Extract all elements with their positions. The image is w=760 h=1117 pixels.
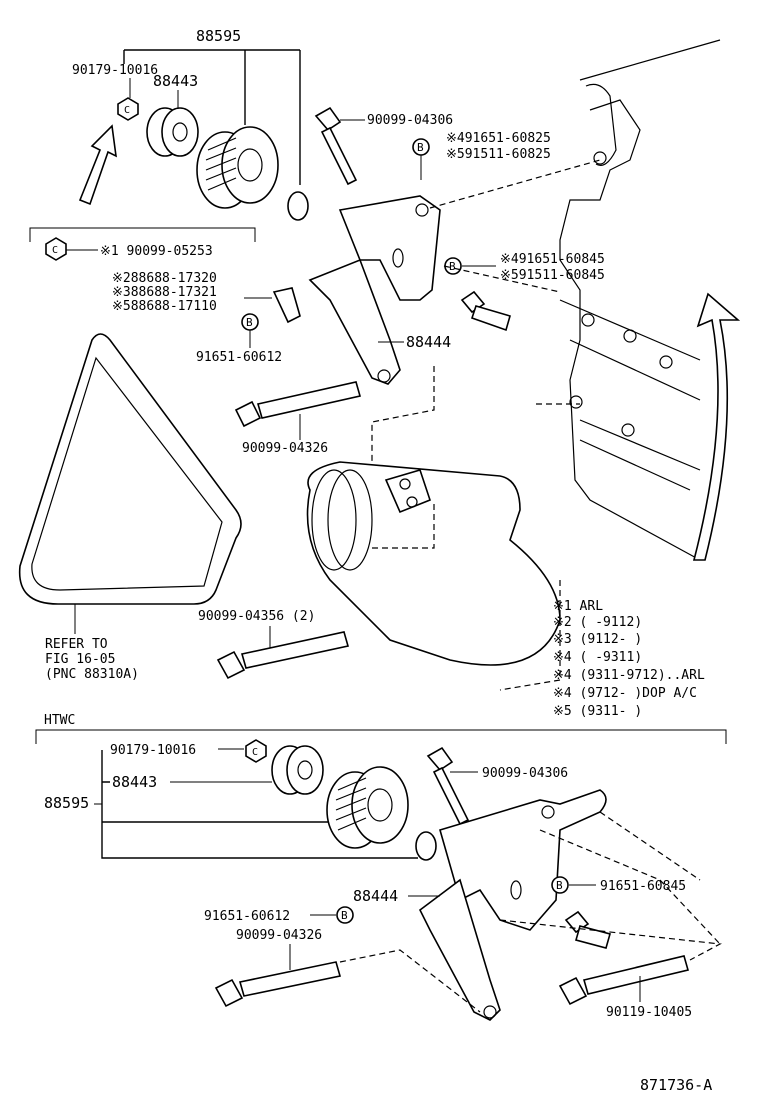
note-5: ※4 (9311-9712)..ARL — [553, 668, 705, 683]
v-belt — [18, 333, 242, 605]
svg-text:B: B — [556, 879, 563, 892]
nut-c-top: C — [117, 97, 139, 121]
label-88443-bot: 88443 — [112, 773, 157, 791]
svg-text:C: C — [52, 245, 58, 256]
label-90099-04356: 90099-04356 (2) — [198, 609, 315, 624]
grooved-pulley-top — [196, 126, 279, 209]
arrow-right — [692, 292, 741, 561]
label-91651-60845-bot: 91651-60845 — [600, 879, 686, 894]
label-588688-17110: ※588688-17110 — [112, 299, 217, 314]
label-90099-04306-bot: 90099-04306 — [482, 766, 568, 781]
bracket-88444-bot — [418, 789, 607, 1021]
b-marker-clip: B — [241, 313, 259, 331]
nut-c-bot: C — [245, 739, 267, 763]
note-4: ※4 ( -9311) — [553, 650, 642, 665]
label-88595-bot: 88595 — [44, 794, 89, 812]
bracket-88444-top — [308, 195, 441, 385]
compressor — [306, 461, 561, 666]
label-90099-04306-top: 90099-04306 — [367, 113, 453, 128]
label-88444-bot: 88444 — [353, 887, 398, 905]
svg-text:C: C — [124, 105, 130, 116]
washer-top — [287, 191, 309, 221]
engine-block — [559, 39, 721, 561]
b-marker-top-2: B — [444, 257, 462, 275]
label-288688-17320: ※288688-17320 — [112, 271, 217, 286]
note-6: ※4 (9712- )DOP A/C — [553, 686, 697, 701]
notes-block: ※1 ARL ※2 ( -9112) ※3 (9112- ) ※4 ( -931… — [553, 599, 705, 719]
idler-pulley-bot — [271, 745, 324, 795]
label-90119-10405: 90119-10405 — [606, 1005, 692, 1020]
figure-id: 871736-A — [640, 1076, 712, 1094]
bolt-90119-10405 — [558, 955, 689, 1006]
b-marker-top-1: B — [412, 138, 430, 156]
bolt-90099-04306-top — [314, 106, 358, 186]
svg-text:B: B — [341, 909, 348, 922]
label-refer-to: REFER TO — [45, 637, 108, 652]
grooved-pulley-bot — [326, 766, 409, 849]
bolt-90099-04326-top — [234, 381, 362, 428]
label-491651-60845: ※491651-60845 — [500, 252, 605, 267]
b-marker-bot-1: B — [551, 876, 569, 894]
label-491651-60825: ※491651-60825 — [446, 131, 551, 146]
bolt-90099-04326-bot — [214, 961, 342, 1008]
clip-part — [272, 287, 301, 324]
label-88595-top: 88595 — [196, 27, 241, 45]
label-591511-60845: ※591511-60845 — [500, 268, 605, 283]
label-90099-05253: ※1 90099-05253 — [100, 244, 213, 259]
bracket-htwc — [35, 729, 727, 744]
washer-bot — [415, 831, 437, 861]
label-htwc: HTWC — [44, 713, 75, 728]
b-marker-bot-2: B — [336, 906, 354, 924]
label-90179-bot: 90179-10016 — [110, 743, 196, 758]
svg-text:C: C — [252, 747, 258, 758]
label-388688-17321: ※388688-17321 — [112, 285, 217, 300]
arrow-top-left — [78, 124, 117, 206]
note-2: ※2 ( -9112) — [553, 615, 642, 630]
bolt-90099-04306-bot — [426, 746, 470, 826]
label-90179-top: 90179-10016 — [72, 63, 158, 78]
svg-text:B: B — [246, 316, 253, 329]
svg-text:B: B — [449, 260, 456, 273]
label-pnc-88310a: (PNC 88310A) — [45, 667, 139, 682]
label-591511-60825: ※591511-60825 — [446, 147, 551, 162]
label-88443-top: 88443 — [153, 72, 198, 90]
idler-pulley-top — [146, 107, 199, 157]
bolt-short-top — [460, 290, 511, 332]
note-3: ※3 (9112- ) — [553, 632, 642, 647]
label-91651-60612-bot: 91651-60612 — [204, 909, 290, 924]
bracket-88595-bot — [101, 750, 418, 859]
bracket-note-1 — [29, 227, 256, 242]
note-7: ※5 (9311- ) — [553, 704, 642, 719]
bolt-short-bot — [564, 910, 611, 949]
label-fig-16-05: FIG 16-05 — [45, 652, 115, 667]
nut-c-alt: C — [45, 237, 67, 261]
leader-88595-top — [123, 49, 301, 185]
svg-text:B: B — [417, 141, 424, 154]
note-1: ※1 ARL — [553, 599, 603, 614]
label-90099-04326-top: 90099-04326 — [242, 441, 328, 456]
label-90099-04326-bot: 90099-04326 — [236, 928, 322, 943]
bolt-90099-04356 — [216, 631, 350, 680]
label-88444-top: 88444 — [406, 333, 451, 351]
label-91651-60612-top: 91651-60612 — [196, 350, 282, 365]
